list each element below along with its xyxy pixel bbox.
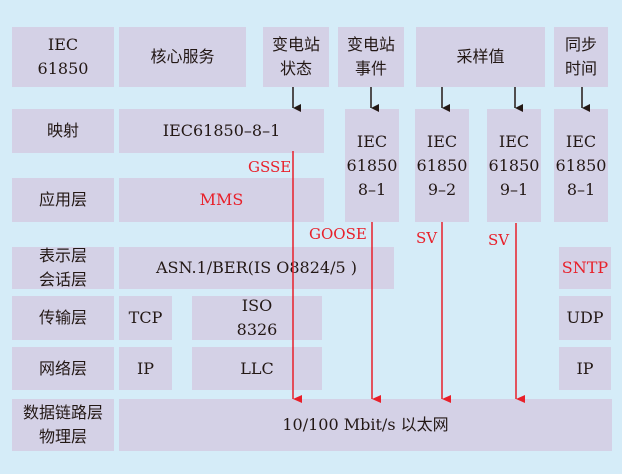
cell-llc: LLC xyxy=(192,347,322,390)
header-substation-status: 变电站 状态 xyxy=(263,27,329,87)
header-time-sync: 同步 时间 xyxy=(554,27,608,87)
header-core-services: 核心服务 xyxy=(119,27,246,87)
cell-iec61850-8-1: IEC61850–8–1 xyxy=(119,109,324,153)
row-application: 应用层 xyxy=(12,178,114,222)
row-transport: 传输层 xyxy=(12,296,114,340)
cell-iso-8326: ISO 8326 xyxy=(192,296,322,340)
label-goose: GOOSE xyxy=(309,225,367,243)
row-mapping: 映射 xyxy=(12,109,114,153)
cell-sntp: SNTP xyxy=(559,247,611,289)
label-gsse: GSSE xyxy=(248,158,292,176)
cell-iec-9-2: IEC 61850 9–2 xyxy=(415,109,469,222)
header-substation-event: 变电站 事件 xyxy=(338,27,404,87)
cell-iec-8-1-event: IEC 61850 8–1 xyxy=(345,109,399,222)
cell-udp: UDP xyxy=(559,296,611,340)
label-sv-91: SV xyxy=(488,231,510,249)
header-standard: IEC 61850 xyxy=(12,27,114,87)
row-datalink-physical: 数据链路层 物理层 xyxy=(12,399,114,451)
cell-iec-8-1-sync: IEC 61850 8–1 xyxy=(554,109,608,222)
cell-ethernet: 10/100 Mbit/s 以太网 xyxy=(119,399,612,451)
header-sampled-values: 采样值 xyxy=(416,27,545,87)
row-presentation-session: 表示层 会话层 xyxy=(12,246,114,289)
label-sv-92: SV xyxy=(416,229,438,247)
cell-asn1-ber: ASN.1/BER(IS O8824/5 ) xyxy=(119,247,394,289)
cell-mms: MMS xyxy=(119,178,324,222)
cell-ip-sync: IP xyxy=(559,347,611,390)
row-network: 网络层 xyxy=(12,347,114,390)
cell-ip: IP xyxy=(119,347,172,390)
cell-iec-9-1: IEC 61850 9–1 xyxy=(487,109,541,222)
cell-tcp: TCP xyxy=(119,296,172,340)
